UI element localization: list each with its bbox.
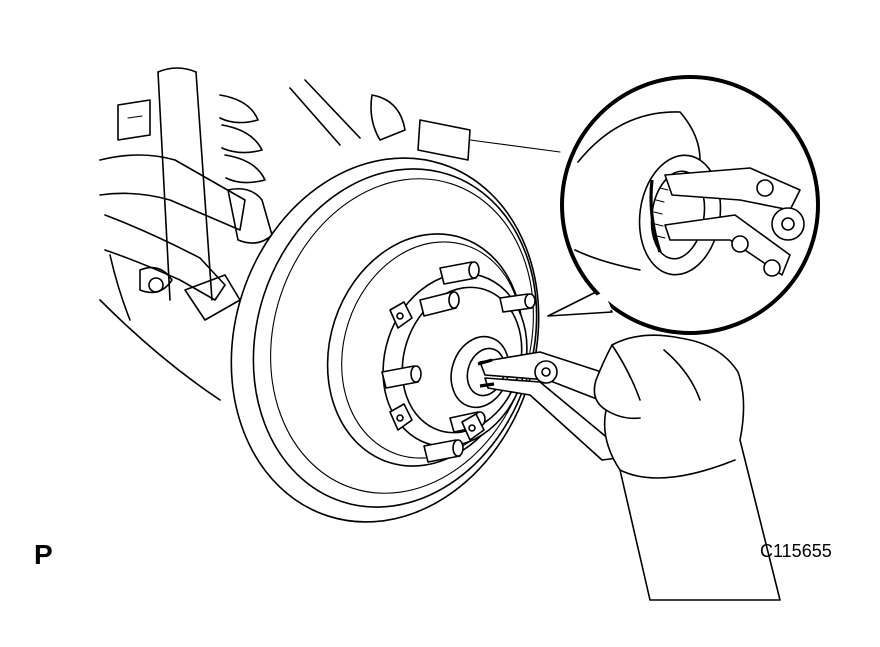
- lug-stud: [439, 261, 480, 285]
- lug-nut-seat: [461, 413, 485, 441]
- lug-stud: [423, 439, 464, 463]
- detail-callout: [547, 75, 820, 335]
- hand: [593, 334, 781, 601]
- lug-nut-seat: [389, 403, 413, 431]
- lug-stud: [381, 365, 422, 389]
- lug-stud: [499, 293, 536, 313]
- lug-stud: [419, 291, 460, 317]
- suspension-assembly: [99, 67, 561, 401]
- lug-studs: [381, 261, 536, 463]
- illustration-code-label: C115655: [760, 541, 832, 561]
- corner-mark-label: P: [34, 539, 53, 570]
- lug-nut-seat: [389, 301, 413, 329]
